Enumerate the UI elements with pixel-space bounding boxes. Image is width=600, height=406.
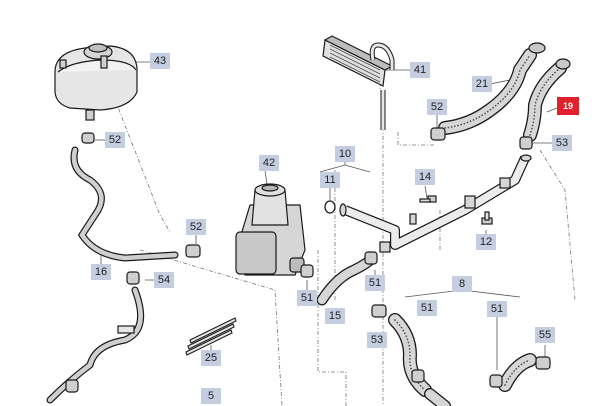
label-5: 5 bbox=[201, 388, 221, 404]
label-19-highlighted: 19 bbox=[557, 97, 579, 115]
lower-left-coolant-hose bbox=[46, 286, 145, 404]
label-16: 16 bbox=[91, 264, 111, 280]
cable-ties-25 bbox=[185, 317, 237, 356]
label-53-lower: 53 bbox=[367, 332, 387, 348]
label-15: 15 bbox=[325, 308, 345, 324]
label-54: 54 bbox=[154, 272, 174, 288]
hose-clamp-53-upper bbox=[519, 136, 533, 150]
label-25-text: 25 bbox=[205, 352, 217, 364]
label-8-text: 8 bbox=[459, 278, 465, 290]
coolant-hose-21 bbox=[438, 42, 546, 135]
label-53-lower-text: 53 bbox=[371, 334, 383, 346]
coolant-pipe-10 bbox=[339, 154, 532, 253]
label-25: 25 bbox=[201, 350, 221, 366]
label-41-text: 41 bbox=[414, 64, 426, 76]
label-8: 8 bbox=[452, 276, 472, 292]
label-12: 12 bbox=[476, 234, 496, 250]
label-41: 41 bbox=[410, 62, 430, 78]
label-11-text: 11 bbox=[324, 174, 335, 186]
coolant-hose-15 bbox=[316, 254, 376, 306]
label-42: 42 bbox=[259, 155, 279, 171]
label-51-hose-15-text: 51 bbox=[369, 277, 381, 289]
label-51-lower-left-text: 51 bbox=[421, 302, 433, 314]
label-51-pump: 51 bbox=[297, 290, 317, 306]
hose-clamp-51-lower-left bbox=[411, 369, 425, 383]
label-53-upper-text: 53 bbox=[556, 137, 568, 149]
label-43: 43 bbox=[150, 53, 170, 69]
label-12-text: 12 bbox=[480, 236, 492, 248]
label-19-text: 19 bbox=[563, 101, 573, 111]
label-14-text: 14 bbox=[419, 171, 431, 183]
bolt-12 bbox=[481, 211, 493, 225]
label-11: 11 bbox=[320, 172, 340, 188]
coolant-pump-housing-42 bbox=[235, 183, 306, 276]
part-labels: 43 41 21 19 52 52 52 53 53 10 11 14 12 4… bbox=[91, 53, 579, 404]
label-52-middle-text: 52 bbox=[190, 221, 202, 233]
label-55-text: 55 bbox=[539, 329, 551, 341]
hose-clamp-52-upper-right bbox=[430, 127, 446, 141]
label-5-text: 5 bbox=[208, 390, 214, 402]
coolant-hose-assembly-8 bbox=[388, 313, 537, 406]
label-53-upper: 53 bbox=[552, 135, 572, 151]
hose-clamp-52-middle bbox=[185, 244, 201, 258]
label-54-text: 54 bbox=[158, 274, 170, 286]
label-14: 14 bbox=[415, 169, 435, 185]
label-52-upper-left: 52 bbox=[105, 132, 125, 148]
label-10: 10 bbox=[335, 146, 355, 162]
label-21-text: 21 bbox=[476, 78, 488, 90]
hose-clamp-52-upper-left bbox=[81, 132, 95, 144]
label-52-upper-left-text: 52 bbox=[109, 134, 121, 146]
label-52-upper-right: 52 bbox=[427, 99, 447, 115]
hose-clamp-53-lower bbox=[371, 304, 387, 318]
label-51-lower-right-text: 51 bbox=[491, 303, 503, 315]
label-16-text: 16 bbox=[95, 266, 107, 278]
label-55: 55 bbox=[535, 327, 555, 343]
hose-clamp-51-lower-right bbox=[489, 374, 503, 388]
label-21: 21 bbox=[472, 76, 492, 92]
hose-clamp-55 bbox=[535, 356, 551, 370]
label-51-hose-15: 51 bbox=[365, 275, 385, 291]
coolant-hose-16 bbox=[70, 146, 179, 262]
label-51-lower-right: 51 bbox=[487, 301, 507, 317]
bolt-14 bbox=[419, 195, 437, 203]
hose-clamp-51-hose-15 bbox=[364, 251, 378, 265]
label-15-text: 15 bbox=[329, 310, 341, 322]
expansion-tank bbox=[54, 43, 138, 121]
o-ring-11 bbox=[324, 200, 336, 214]
hose-clamp-51-pump bbox=[300, 264, 314, 278]
label-10-text: 10 bbox=[339, 148, 351, 160]
label-52-upper-right-text: 52 bbox=[431, 101, 443, 113]
label-52-middle: 52 bbox=[186, 219, 206, 235]
label-42-text: 42 bbox=[263, 157, 275, 169]
hose-clamp-54 bbox=[126, 271, 140, 285]
coolant-hose-19 bbox=[523, 58, 571, 142]
heater-core-41 bbox=[322, 35, 395, 130]
label-51-lower-left: 51 bbox=[417, 300, 437, 316]
label-51-pump-text: 51 bbox=[301, 292, 313, 304]
label-43-text: 43 bbox=[154, 55, 166, 67]
routing-lines bbox=[111, 81, 576, 406]
